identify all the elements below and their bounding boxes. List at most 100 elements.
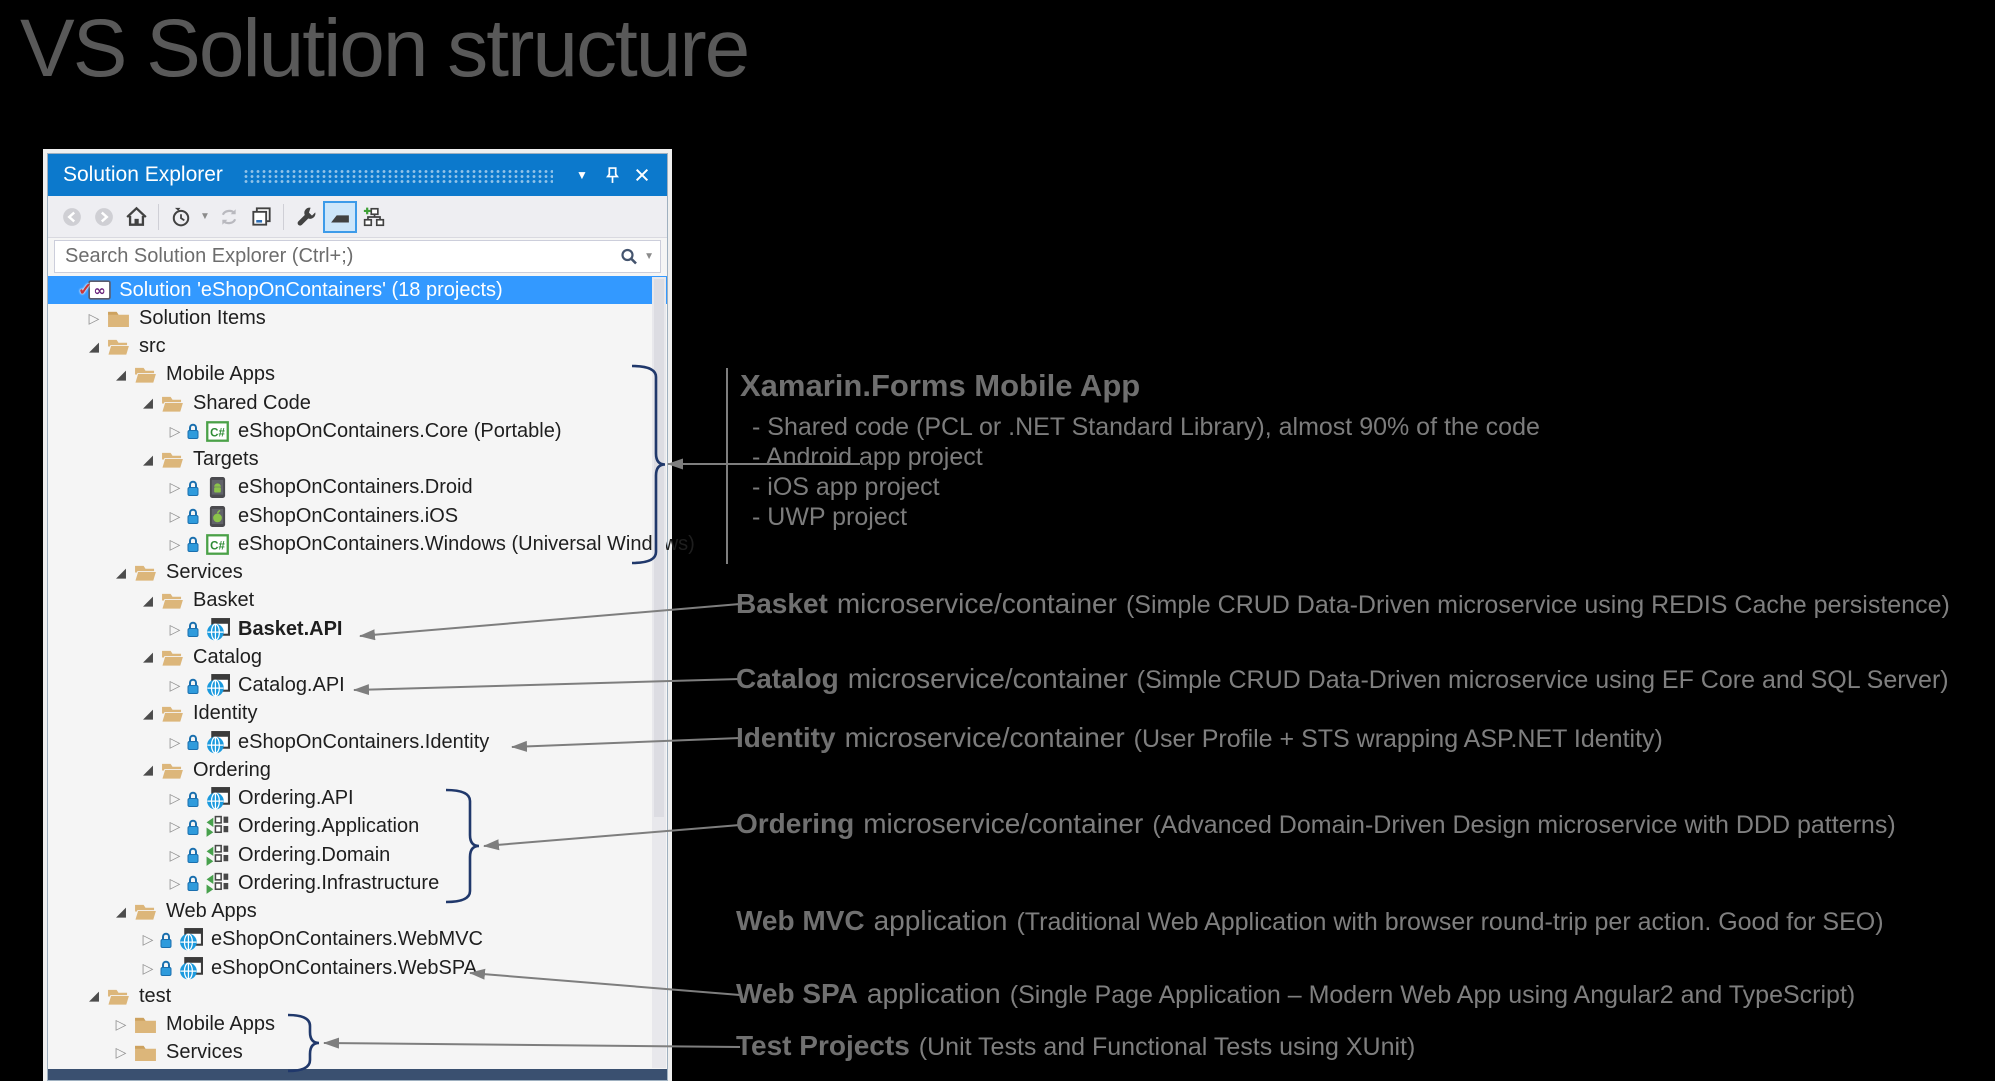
sync-button[interactable]	[214, 202, 244, 232]
history-dropdown-button[interactable]: ▼	[198, 202, 212, 232]
new-scoped-view-button[interactable]	[359, 202, 389, 232]
tree-item-eshoponcontainers-webmvc[interactable]: ▷eShopOnContainers.WebMVC	[48, 926, 652, 954]
collapse-all-icon	[251, 207, 271, 226]
expander-collapsed-icon[interactable]: ▷	[169, 507, 181, 524]
svg-text:C#: C#	[210, 540, 225, 552]
lock-icon	[186, 790, 201, 808]
tree-item-solution-items[interactable]: ▷Solution Items	[48, 304, 652, 332]
history-button[interactable]	[166, 202, 196, 232]
search-input[interactable]	[55, 245, 621, 268]
expander-expanded-icon[interactable]: ◢	[143, 705, 153, 721]
panel-title: Solution Explorer	[63, 163, 223, 186]
expander-collapsed-icon[interactable]: ▷	[169, 677, 181, 694]
web-icon	[177, 928, 204, 952]
collapse-all-button[interactable]	[246, 202, 276, 232]
annotation-bullet: - Shared code (PCL or .NET Standard Libr…	[752, 413, 1540, 441]
expander-expanded-icon[interactable]: ◢	[89, 988, 99, 1004]
tree-item-ordering-application[interactable]: ▷Ordering.Application	[48, 813, 652, 841]
expander-expanded-icon[interactable]: ◢	[143, 649, 153, 665]
tree-item-targets[interactable]: ◢Targets	[48, 446, 652, 474]
tree-item-label: Ordering	[193, 758, 271, 781]
tree-item-catalog-api[interactable]: ▷Catalog.API	[48, 672, 652, 700]
expander-expanded-icon[interactable]: ◢	[116, 564, 126, 580]
expander-expanded-icon[interactable]: ◢	[116, 366, 126, 382]
expander-collapsed-icon[interactable]: ▷	[169, 422, 181, 439]
folder-open-icon	[159, 761, 186, 780]
tree-item-basket[interactable]: ◢ Basket	[48, 587, 652, 615]
tree-item-eshoponcontainers-ios[interactable]: ▷eShopOnContainers.iOS	[48, 502, 652, 530]
tree-item-shared-code[interactable]: ◢Shared Code	[48, 389, 652, 417]
expander-collapsed-icon[interactable]: ▷	[88, 309, 100, 326]
tree-item-label: Ordering.API	[238, 787, 354, 810]
tree-item-eshoponcontainers-windows-universal-windows[interactable]: ▷C#eShopOnContainers.Windows (Universal …	[48, 530, 695, 558]
web-icon	[177, 956, 204, 980]
expander-collapsed-icon[interactable]: ▷	[169, 733, 181, 750]
tree-item-ordering[interactable]: ◢ Ordering	[48, 756, 652, 784]
expander-collapsed-icon[interactable]: ▷	[115, 1016, 127, 1033]
svg-text:C#: C#	[210, 427, 225, 439]
tree-item-catalog[interactable]: ◢Catalog	[48, 643, 652, 671]
class-library-icon	[204, 815, 231, 838]
expander-collapsed-icon[interactable]: ▷	[169, 846, 181, 863]
tree-item-mobile-apps[interactable]: ◢Mobile Apps	[48, 361, 652, 389]
expander-expanded-icon[interactable]: ◢	[116, 903, 126, 919]
tree-item-label: eShopOnContainers.WebSPA	[211, 956, 478, 979]
tree-item-eshoponcontainers-webspa[interactable]: ▷ eShopOnContainers.WebSPA	[48, 954, 652, 982]
expander-collapsed-icon[interactable]: ▷	[169, 535, 181, 552]
properties-button[interactable]	[291, 202, 321, 232]
chevron-down-icon[interactable]: ▼	[644, 251, 654, 262]
tree-item-services[interactable]: ◢Services	[48, 559, 652, 587]
web-icon	[204, 730, 231, 754]
expander-collapsed-icon[interactable]: ▷	[169, 790, 181, 807]
tree-item-services[interactable]: ▷Services	[48, 1039, 652, 1067]
expander-collapsed-icon[interactable]: ▷	[115, 1044, 127, 1061]
preview-selected-button[interactable]	[323, 200, 357, 233]
tree-item-test[interactable]: ◢ test	[48, 982, 652, 1010]
expander-expanded-icon[interactable]: ◢	[143, 762, 153, 778]
scrollbar-thumb[interactable]	[654, 279, 664, 817]
tree-item-identity[interactable]: ◢Identity	[48, 700, 652, 728]
tree-item-eshoponcontainers-droid[interactable]: ▷eShopOnContainers.Droid	[48, 474, 652, 502]
vertical-scrollbar[interactable]	[652, 277, 666, 1068]
chevron-down-icon[interactable]: ▼	[576, 168, 588, 182]
tree-item-ordering-api[interactable]: ▷ Ordering.API	[48, 785, 652, 813]
tree-item-label: Basket	[193, 589, 255, 612]
magnifier-icon[interactable]	[620, 248, 638, 266]
expander-collapsed-icon[interactable]: ▷	[142, 959, 154, 976]
expander-collapsed-icon[interactable]: ▷	[169, 479, 181, 496]
expander-expanded-icon[interactable]: ◢	[143, 451, 153, 467]
close-icon[interactable]: ×	[634, 159, 650, 190]
expander-expanded-icon[interactable]: ◢	[143, 592, 153, 608]
tree-item-src[interactable]: ◢src	[48, 333, 652, 361]
back-button[interactable]	[57, 202, 87, 232]
tree-item-ordering-infrastructure[interactable]: ▷Ordering.Infrastructure	[48, 869, 652, 897]
tree-item-eshoponcontainers-core-portable[interactable]: ▷C#eShopOnContainers.Core (Portable)	[48, 417, 652, 445]
expander-expanded-icon[interactable]: ◢	[143, 395, 153, 411]
forward-button[interactable]	[89, 202, 119, 232]
chevron-down-icon: ▼	[200, 211, 210, 222]
tree-item-ordering-domain[interactable]: ▷Ordering.Domain	[48, 841, 652, 869]
expander-collapsed-icon[interactable]: ▷	[169, 874, 181, 891]
preview-selected-icon	[331, 214, 349, 223]
home-icon	[125, 206, 147, 226]
ios-icon	[204, 505, 231, 528]
tree-item-mobile-apps[interactable]: ▷Mobile Apps	[48, 1011, 652, 1039]
pin-icon[interactable]	[597, 160, 627, 190]
tree-item-web-apps[interactable]: ◢Web Apps	[48, 898, 652, 926]
folder-open-icon	[132, 902, 159, 921]
expander-collapsed-icon[interactable]: ▷	[169, 818, 181, 835]
folder-open-icon	[159, 450, 186, 469]
search-area: ▼	[48, 238, 667, 276]
tree-item-solution-eshoponcontainers-18-projects[interactable]: ✓∞Solution 'eShopOnContainers' (18 proje…	[48, 276, 667, 305]
tree-item-label: test	[139, 984, 172, 1007]
expander-collapsed-icon[interactable]: ▷	[142, 931, 154, 948]
expander-expanded-icon[interactable]: ◢	[89, 338, 99, 354]
panel-titlebar[interactable]: Solution Explorer ▼ ×	[48, 154, 667, 196]
tree-item-basket-api[interactable]: ▷Basket.API	[48, 615, 652, 643]
expander-collapsed-icon[interactable]: ▷	[169, 620, 181, 637]
home-button[interactable]	[121, 202, 151, 232]
android-icon	[204, 476, 231, 499]
tree-item-eshoponcontainers-identity[interactable]: ▷eShopOnContainers.Identity	[48, 728, 652, 756]
lock-icon	[186, 846, 201, 864]
